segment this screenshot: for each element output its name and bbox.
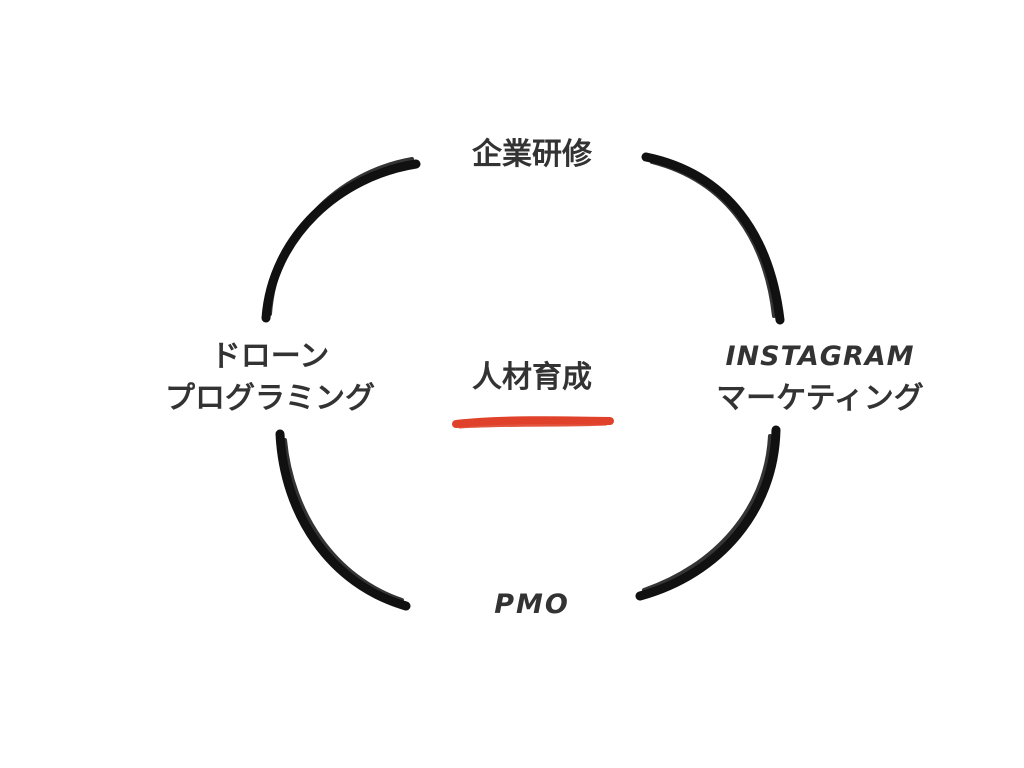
arc-top-left-stroke	[268, 157, 414, 316]
arc-bottom-left-stroke	[283, 438, 404, 602]
node-drone-programming: ドローン プログラミング	[140, 336, 400, 420]
arc-top-left	[261, 159, 421, 323]
node-corporate-training: 企業研修	[432, 134, 632, 176]
center-hr-development-text: 人材育成	[472, 360, 592, 395]
arc-top-right-stroke	[650, 160, 776, 318]
arc-bottom-right-stroke	[642, 434, 772, 592]
node-drone-programming-line1: ドローン	[210, 339, 330, 374]
arc-bottom-left	[275, 429, 411, 611]
arc-top-right	[641, 152, 785, 325]
node-instagram-marketing-line1: INSTAGRAM	[725, 341, 915, 372]
node-drone-programming-line2: プログラミング	[165, 381, 375, 416]
node-pmo: PMO	[452, 584, 612, 626]
node-corporate-training-text: 企業研修	[472, 137, 592, 172]
node-instagram-marketing-line2: マーケティング	[716, 381, 924, 416]
arc-bottom-right	[635, 425, 781, 601]
center-hr-development: 人材育成	[432, 357, 632, 399]
node-pmo-text: PMO	[494, 589, 570, 620]
node-instagram-marketing: INSTAGRAM マーケティング	[690, 336, 950, 420]
